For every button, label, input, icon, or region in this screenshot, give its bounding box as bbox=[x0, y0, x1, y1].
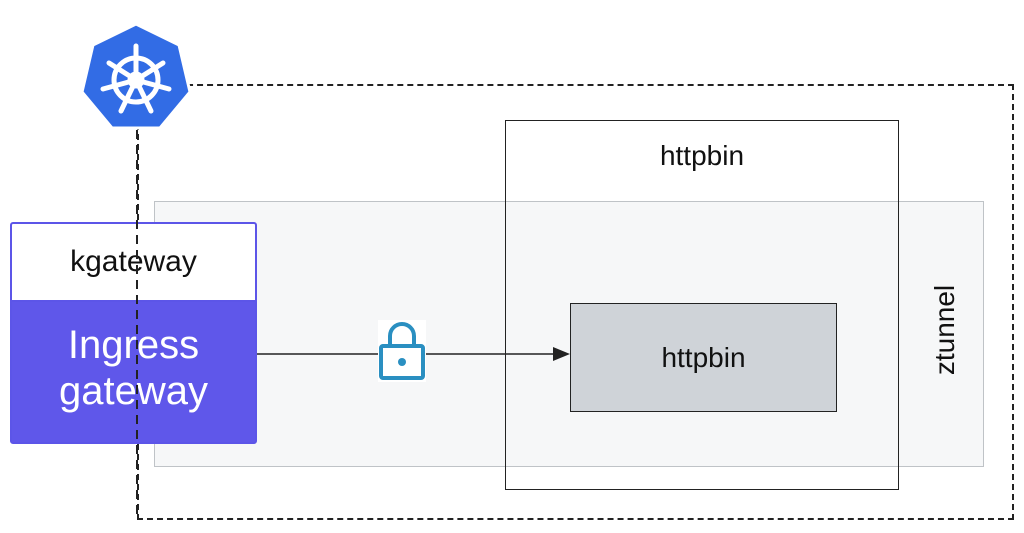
ztunnel-label: ztunnel bbox=[929, 284, 961, 376]
gateway-title: kgateway bbox=[12, 224, 255, 302]
ingress-gateway-box[interactable]: kgateway Ingress gateway bbox=[10, 222, 257, 444]
httpbin-namespace-label: httpbin bbox=[659, 140, 745, 171]
kubernetes-logo-icon bbox=[80, 22, 192, 130]
ztunnel-layer bbox=[154, 201, 984, 467]
lock-icon bbox=[378, 320, 426, 382]
httpbin-pod-label: httpbin bbox=[661, 341, 746, 373]
ztunnel-label-container: ztunnel bbox=[900, 255, 990, 405]
httpbin-pod[interactable]: httpbin bbox=[570, 303, 837, 412]
httpbin-namespace-box bbox=[505, 120, 899, 490]
gateway-subtitle: Ingress gateway bbox=[59, 323, 208, 413]
